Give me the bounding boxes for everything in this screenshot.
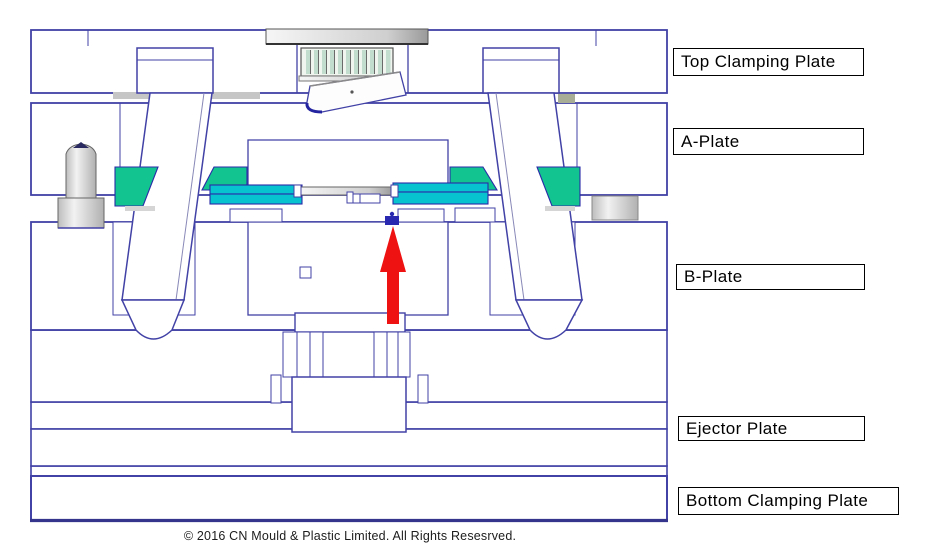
slide-assembly-left [114, 166, 303, 211]
slide-assembly-right [392, 166, 581, 211]
label-ejector-plate-text: Ejector Plate [686, 418, 788, 438]
label-bottom-clamping-plate-text: Bottom Clamping Plate [686, 491, 869, 510]
guide-pin-right [482, 47, 584, 340]
bottom-clamping-plate-shape [30, 465, 668, 523]
label-a-plate: A-Plate [673, 128, 864, 155]
support-pad-right [591, 195, 639, 221]
support-bolt [57, 142, 105, 229]
locating-ring [265, 28, 429, 45]
label-b-plate: B-Plate [676, 264, 865, 290]
cavity-inserts [229, 184, 496, 225]
label-bottom-clamping-plate: Bottom Clamping Plate [678, 487, 899, 515]
ejection-arrow [380, 226, 406, 324]
sprue-puller [305, 71, 407, 114]
label-top-clamping-plate-text: Top Clamping Plate [681, 52, 836, 71]
guide-pin-left [120, 47, 214, 340]
label-a-plate-text: A-Plate [681, 131, 740, 151]
label-top-clamping-plate: Top Clamping Plate [673, 48, 864, 76]
sprue-bushing [298, 47, 396, 82]
ejector-assembly [270, 312, 429, 433]
copyright-notice: © 2016 CN Mould & Plastic Limited. All R… [183, 529, 517, 543]
label-b-plate-text: B-Plate [684, 267, 743, 286]
label-ejector-plate: Ejector Plate [678, 416, 865, 441]
